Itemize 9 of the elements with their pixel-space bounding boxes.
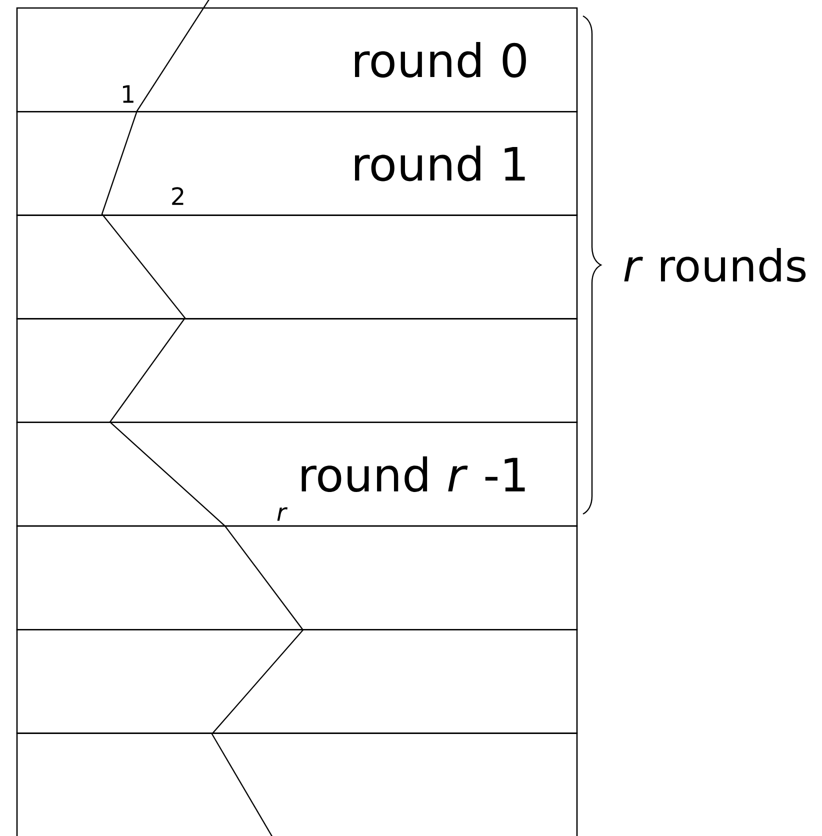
crossing-number: r — [277, 507, 288, 521]
crossing-number: 2 — [172, 187, 184, 205]
empty-band — [16, 318, 578, 424]
crossing-number: 1 — [123, 85, 134, 103]
empty-band — [16, 732, 578, 836]
brace-label: r rounds — [624, 248, 806, 282]
empty-band — [16, 525, 578, 630]
empty-band — [16, 628, 578, 734]
empty-band — [16, 214, 578, 320]
